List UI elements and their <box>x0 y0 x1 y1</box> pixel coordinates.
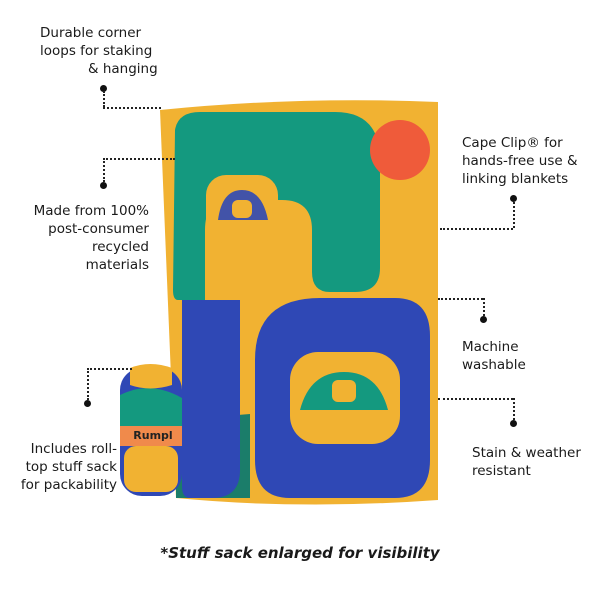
stuff-sack-leader-h <box>87 368 132 370</box>
stuff-sack-line-1: Includes roll- <box>30 441 117 457</box>
stain-leader <box>513 398 515 420</box>
recycled-callout: Made from 100% post-consumer recycled ma… <box>0 202 149 274</box>
corner-loops-line-3: & hanging <box>88 61 158 77</box>
recycled-line-4: materials <box>85 257 149 273</box>
corner-loops-dot <box>100 85 107 92</box>
caption: *Stuff sack enlarged for visibility <box>160 544 440 562</box>
washable-dot <box>480 316 487 323</box>
stuff-sack-leader <box>87 368 89 400</box>
stain-dot <box>510 420 517 427</box>
sack-brand-label: Rumpl <box>133 429 173 442</box>
recycled-leader-h <box>103 158 175 160</box>
recycled-line-3: recycled <box>91 239 149 255</box>
stain-leader-h <box>438 398 513 400</box>
washable-line-2: washable <box>462 357 526 373</box>
cape-clip-leader <box>513 202 515 228</box>
cape-clip-leader-h <box>440 228 513 230</box>
stain-callout: Stain & weather resistant <box>472 444 598 480</box>
blanket <box>160 100 438 505</box>
recycled-leader <box>103 158 105 182</box>
corner-loops-leader-h <box>103 107 161 109</box>
washable-callout: Machine washable <box>462 338 582 374</box>
corner-loops-leader <box>103 91 105 107</box>
cape-clip-dot <box>510 195 517 202</box>
washable-line-1: Machine <box>462 339 519 355</box>
cape-clip-line-2: hands-free use & <box>462 153 578 169</box>
stuff-sack-line-2: top stuff sack <box>25 459 117 475</box>
stuff-sack-line-3: for packability <box>20 477 117 493</box>
washable-leader-h <box>438 298 483 300</box>
corner-loops-callout: Durable corner loops for staking & hangi… <box>40 24 190 78</box>
cape-clip-line-1: Cape Clip® for <box>462 135 563 151</box>
recycled-line-1: Made from 100% <box>33 203 149 219</box>
recycled-line-2: post-consumer <box>48 221 149 237</box>
stuff-sack-dot <box>84 400 91 407</box>
washable-leader <box>483 298 485 316</box>
stain-line-2: resistant <box>472 463 531 479</box>
recycled-dot <box>100 182 107 189</box>
stuff-sack-callout: Includes roll- top stuff sack for packab… <box>0 440 117 494</box>
stuff-sack <box>120 364 182 496</box>
corner-loops-line-2: loops for staking <box>40 43 153 59</box>
corner-loops-line-1: Durable corner <box>40 25 142 41</box>
cape-clip-callout: Cape Clip® for hands-free use & linking … <box>462 134 598 188</box>
cape-clip-line-3: linking blankets <box>462 171 569 187</box>
stain-line-1: Stain & weather <box>472 445 581 461</box>
